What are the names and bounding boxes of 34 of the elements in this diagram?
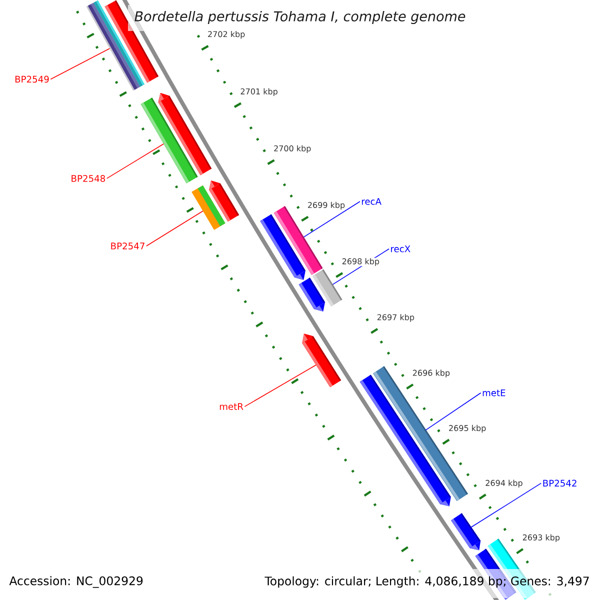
gene-label: BP2542 [543, 480, 576, 487]
gene-label: metR [220, 403, 244, 410]
genome-info-label: Topology: circular; Length: 4,086,189 bp; Genes: 3,497 [264, 576, 589, 588]
gene-bar [312, 269, 342, 306]
gene-label: recX [391, 246, 410, 252]
gene-bar [192, 185, 226, 230]
gene-label: BP2548 [72, 175, 105, 182]
gene-label: BP2549 [15, 76, 49, 83]
position-label: 2700 kbp [273, 144, 312, 154]
position-label: 2693 kbp [522, 534, 560, 542]
position-label: 2694 kbp [484, 479, 524, 488]
leader-line [106, 143, 164, 179]
leader-line [470, 482, 542, 528]
leader-line [244, 364, 316, 407]
position-label: 2696 kbp [412, 369, 450, 378]
gene-bar [274, 206, 323, 275]
leader-line [50, 48, 110, 80]
position-label: 2699 kbp [307, 202, 346, 210]
leader-line [425, 392, 482, 430]
diagram-title: Bordetella pertussis Tohama I, complete genome [134, 10, 466, 24]
gene-label: BP2547 [111, 242, 144, 250]
position-label: 2695 kbp [448, 424, 486, 433]
leader-line [146, 210, 204, 246]
position-label: 2702 kbp [207, 30, 246, 39]
position-label: 2701 kbp [240, 88, 278, 96]
accession-label: Accession: NC_002929 [9, 576, 143, 588]
position-label: 2697 kbp [376, 314, 415, 322]
gene-bar [451, 513, 481, 550]
gene-bar [302, 334, 342, 388]
gene-bar [140, 98, 198, 184]
leader-line [303, 201, 360, 238]
position-label: 2698 kbp [342, 258, 380, 266]
gene-label: recA [362, 198, 382, 205]
gene-label: metE [482, 389, 506, 396]
